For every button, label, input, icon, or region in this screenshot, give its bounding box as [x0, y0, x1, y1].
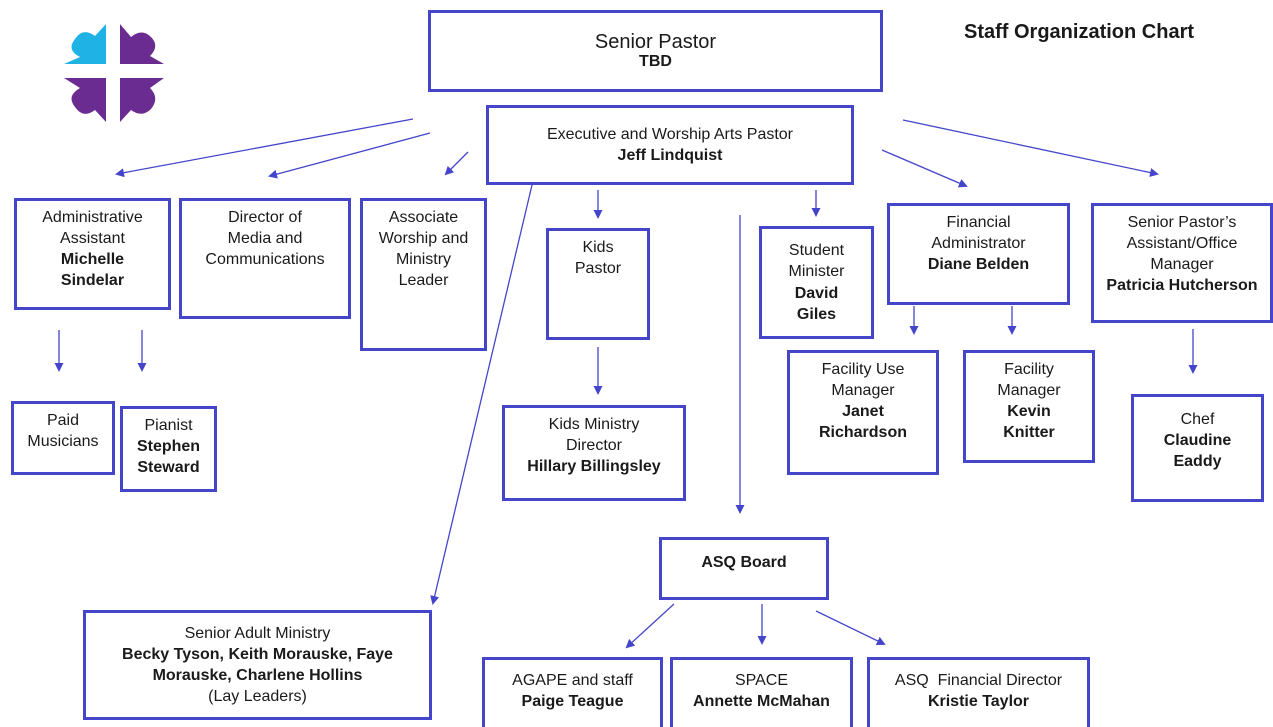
sp-assistant-title-2: Assistant/Office — [1126, 235, 1238, 253]
agape-name: Paige Teague — [521, 693, 624, 711]
facility-use-title-2: Manager — [831, 382, 895, 400]
box-asq-financial-director: ASQ Financial Director Kristie Taylor — [867, 657, 1090, 727]
kmd-title-1: Kids Ministry — [548, 416, 640, 433]
financial-title-2: Administrator — [931, 235, 1026, 253]
box-assoc-worship: Associate Worship and Ministry Leader — [360, 198, 487, 351]
box-asq-board: ASQ Board — [659, 537, 829, 600]
paid-title-1: Paid — [46, 412, 80, 429]
logo-quadrant-bottom-left — [64, 78, 106, 122]
senior-adult-title: Senior Adult Ministry — [184, 624, 331, 642]
facility-title-1: Facility — [1004, 361, 1054, 378]
logo-quadrant-bottom-right — [120, 78, 164, 122]
media-title-2: Media and — [227, 230, 303, 248]
box-financial-admin: Financial Administrator Diane Belden — [887, 203, 1070, 305]
kmd-name: Hillary Billingsley — [527, 458, 661, 476]
chef-name-2: Eaddy — [1173, 453, 1222, 471]
box-sp-assistant: Senior Pastor’s Assistant/Office Manager… — [1091, 203, 1273, 323]
facility-use-title-1: Facility Use — [821, 361, 905, 378]
box-student-minister: Student Minister David Giles — [759, 226, 874, 339]
asq-financial-name: Kristie Taylor — [927, 693, 1030, 711]
pianist-name-2: Steward — [137, 459, 200, 477]
logo-quadrant-top-left — [64, 24, 106, 64]
box-kids-pastor: Kids Pastor — [546, 228, 650, 340]
facility-name-1: Kevin — [1007, 403, 1051, 421]
box-admin-assistant: Administrative Assistant Michelle Sindel… — [14, 198, 171, 310]
sp-assistant-title-1: Senior Pastor’s — [1127, 214, 1237, 231]
box-chef: Chef Claudine Eaddy — [1131, 394, 1264, 502]
arrow-asq-to-financial — [815, 610, 886, 645]
arrow-exec-to-admin — [115, 118, 414, 178]
box-paid-musicians: Paid Musicians — [11, 401, 115, 475]
arrow-exec-to-senior-adult — [430, 184, 533, 605]
admin-title-2: Assistant — [60, 230, 125, 248]
asq-board-label: ASQ Board — [701, 554, 787, 571]
pianist-title: Pianist — [144, 417, 193, 434]
paid-title-2: Musicians — [27, 433, 99, 451]
student-title-1: Student — [788, 242, 845, 260]
space-name: Annette McMahan — [693, 693, 830, 711]
box-agape: AGAPE and staff Paige Teague — [482, 657, 663, 727]
media-title-1: Director of — [228, 209, 302, 226]
assoc-title-2: Worship and — [378, 230, 469, 248]
facility-use-name-2: Richardson — [818, 424, 907, 442]
chart-title: Staff Organization Chart — [964, 21, 1195, 43]
arrow-exec-to-sp-assistant — [902, 119, 1159, 177]
box-kids-ministry-director: Kids Ministry Director Hillary Billingsl… — [502, 405, 686, 501]
admin-name-2: Sindelar — [60, 272, 125, 290]
senior-adult-note: (Lay Leaders) — [208, 688, 307, 706]
agape-title: AGAPE and staff — [512, 672, 633, 689]
kids-title-1: Kids — [582, 239, 614, 256]
box-exec-pastor: Executive and Worship Arts Pastor Jeff L… — [486, 105, 854, 185]
senior-pastor-title: Senior Pastor — [594, 31, 717, 54]
chef-name-1: Claudine — [1163, 432, 1232, 450]
arrow-exec-to-assoc — [444, 151, 469, 176]
sp-assistant-name: Patricia Hutcherson — [1106, 277, 1258, 295]
asq-financial-title: ASQ Financial Director — [894, 672, 1063, 689]
chef-title: Chef — [1180, 411, 1215, 428]
financial-name: Diane Belden — [927, 256, 1030, 274]
box-director-media: Director of Media and Communications — [179, 198, 351, 319]
admin-title-1: Administrative — [42, 209, 143, 226]
assoc-title-1: Associate — [388, 209, 459, 226]
box-pianist: Pianist Stephen Steward — [120, 406, 217, 492]
student-title-2: Minister — [788, 263, 845, 281]
pianist-name-1: Stephen — [136, 438, 201, 456]
box-space: SPACE Annette McMahan — [670, 657, 853, 727]
arrow-exec-to-financial — [881, 149, 968, 188]
facility-title-2: Manager — [997, 382, 1061, 400]
financial-title-1: Financial — [946, 214, 1011, 231]
sp-assistant-title-3: Manager — [1150, 256, 1214, 274]
space-title: SPACE — [734, 672, 789, 689]
media-title-3: Communications — [205, 251, 325, 269]
box-senior-pastor: Senior Pastor TBD — [428, 10, 883, 92]
exec-pastor-name: Jeff Lindquist — [617, 147, 723, 164]
student-name-2: Giles — [796, 305, 837, 323]
kmd-title-2: Director — [565, 437, 622, 455]
facility-name-2: Knitter — [1003, 424, 1055, 442]
student-name-1: David — [794, 284, 839, 302]
assoc-title-3: Ministry — [395, 251, 452, 269]
facility-use-name-1: Janet — [842, 403, 884, 421]
church-logo — [64, 24, 164, 122]
admin-name-1: Michelle — [60, 251, 125, 269]
senior-adult-names-2: Morauske, Charlene Hollins — [152, 667, 363, 684]
logo-quadrant-top-right — [120, 24, 164, 64]
box-facility-use-manager: Facility Use Manager Janet Richardson — [787, 350, 939, 475]
box-facility-manager: Facility Manager Kevin Knitter — [963, 350, 1095, 463]
assoc-title-4: Leader — [398, 272, 449, 290]
arrow-exec-to-media — [268, 132, 431, 179]
arrow-asq-to-agape — [625, 603, 675, 649]
senior-pastor-name: TBD — [639, 53, 672, 71]
senior-adult-names-1: Becky Tyson, Keith Morauske, Faye — [122, 645, 393, 663]
exec-pastor-title: Executive and Worship Arts Pastor — [546, 125, 794, 143]
kids-title-2: Pastor — [574, 260, 622, 278]
box-senior-adult-ministry: Senior Adult Ministry Becky Tyson, Keith… — [83, 610, 432, 720]
